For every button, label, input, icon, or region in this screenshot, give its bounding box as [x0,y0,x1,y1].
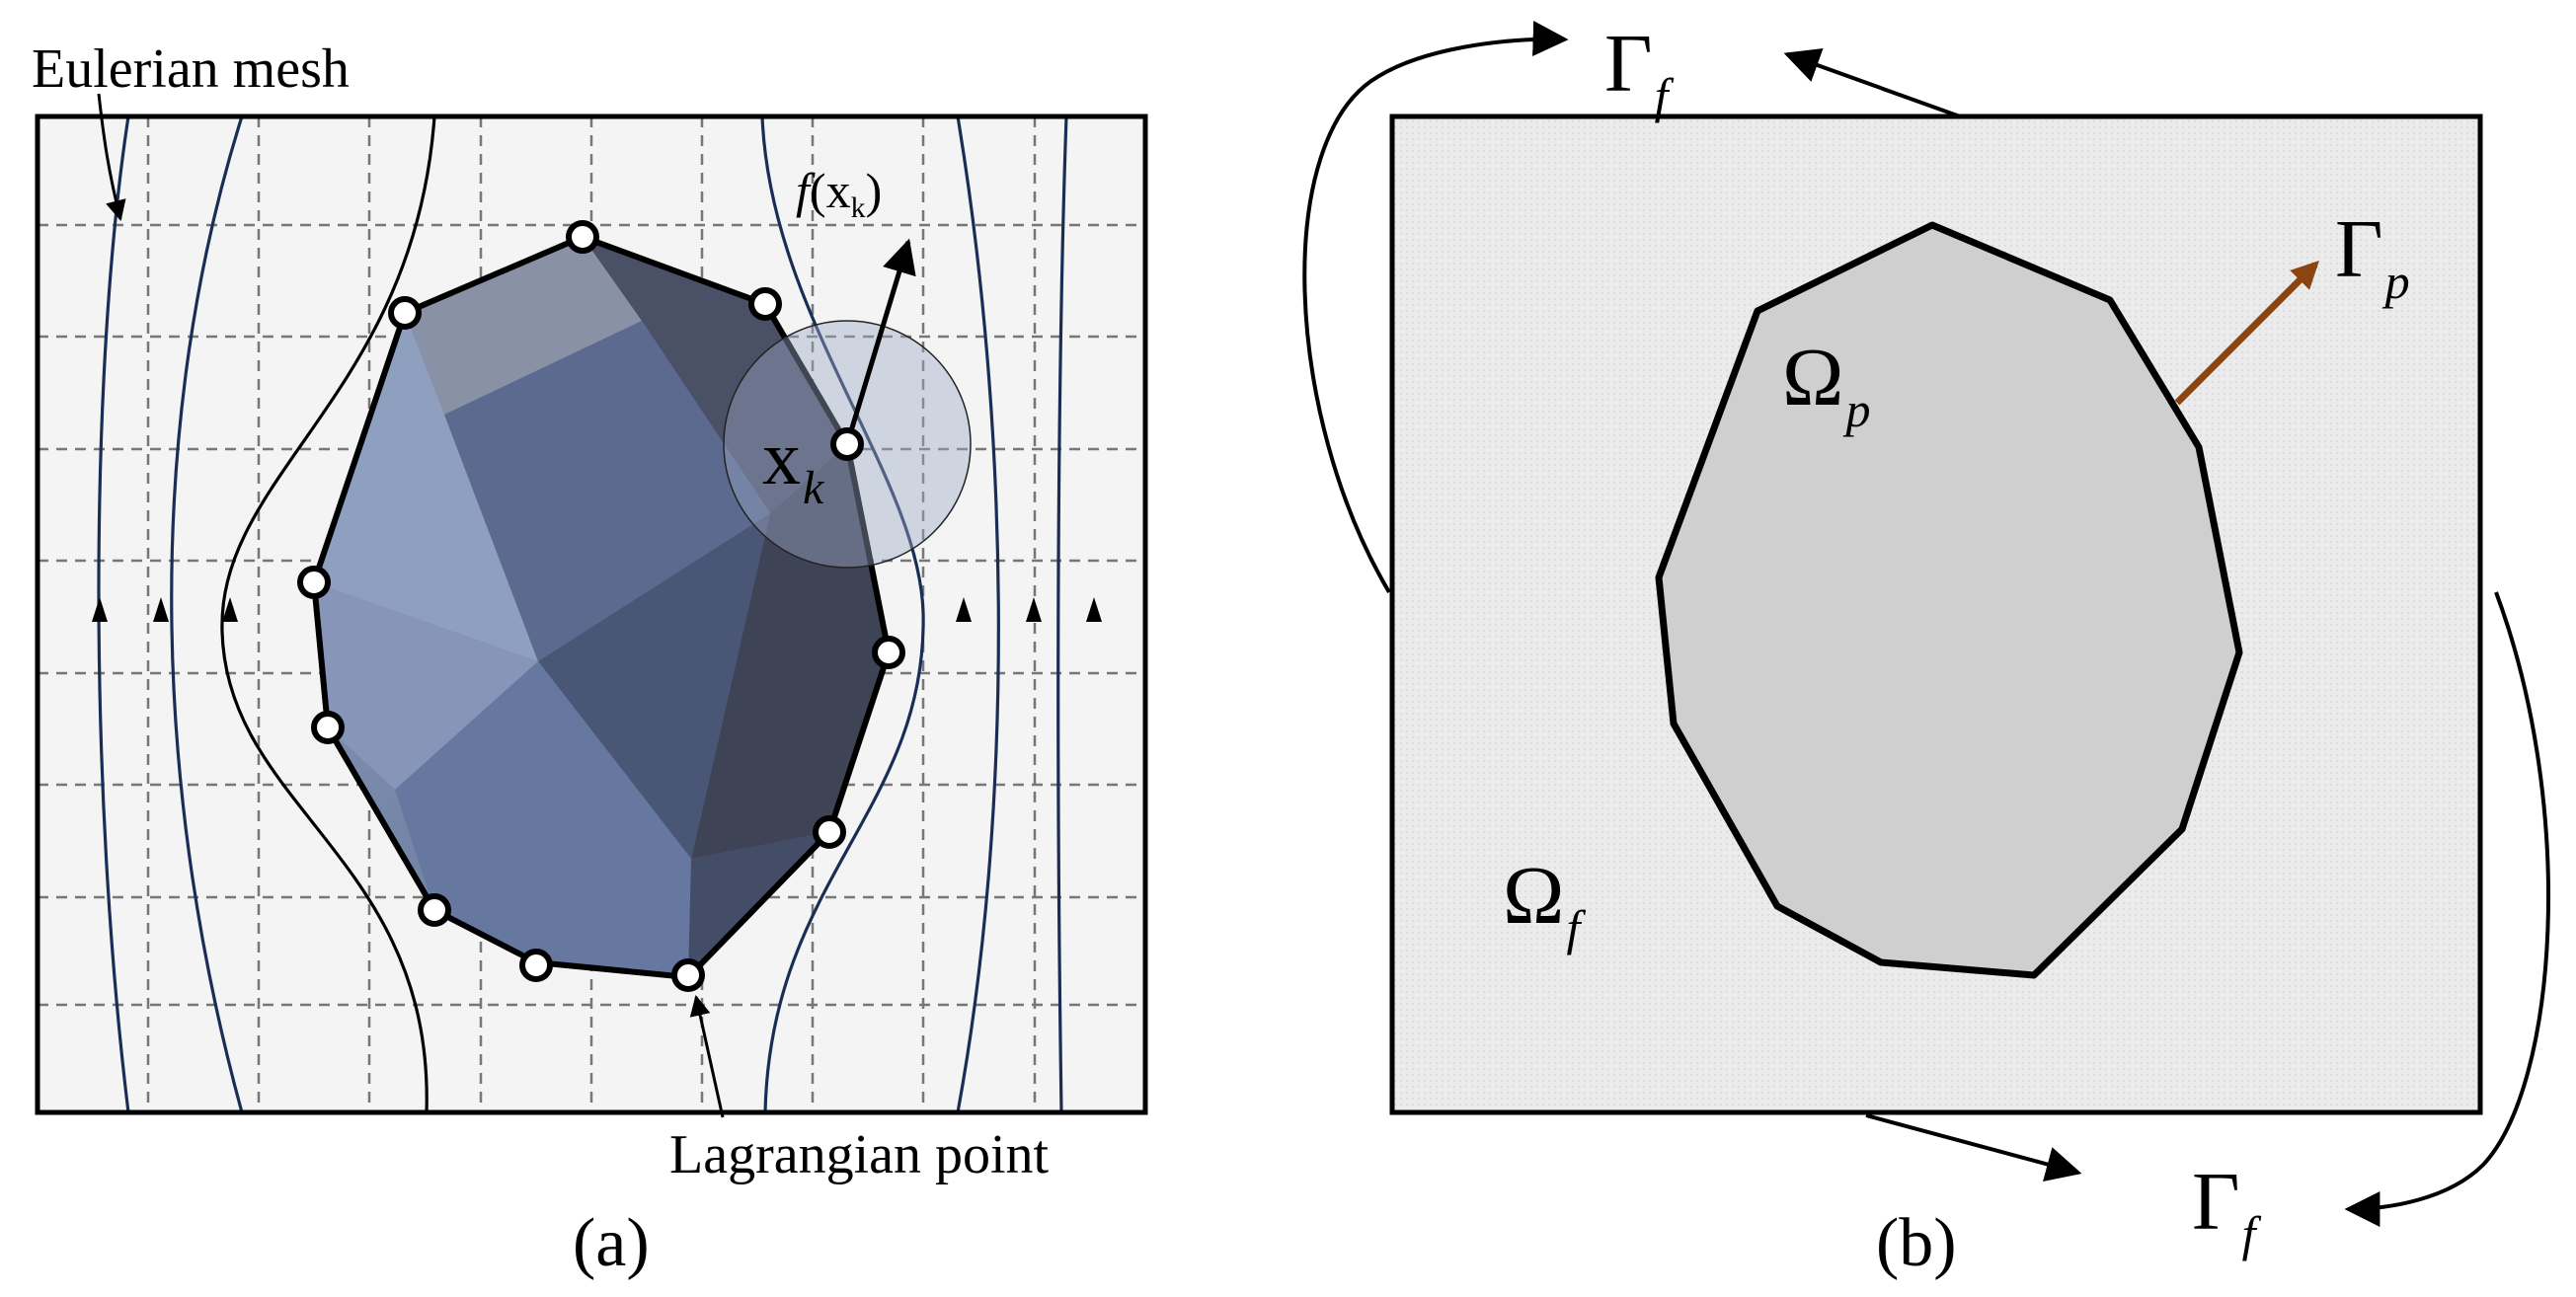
lagrangian-point [311,711,345,744]
point-x-label: xk [762,415,825,514]
lagrangian-point [830,427,864,461]
gamma-f-bottom-left-arrow [1865,1113,2082,1182]
flow-arrow-icon [1026,597,1042,622]
gamma-f-bottom-right-arrow [2344,591,2550,1227]
lagrangian-point [297,566,331,599]
flow-arrow-icon [956,597,972,622]
streamline [97,116,130,1112]
lagrangian-point [388,296,422,330]
gamma-f-bottom-label: Γf [2192,1156,2262,1261]
caption-b: (b) [1876,1205,1957,1281]
gamma-f-top-label: Γf [1604,18,1675,123]
lagrangian-point [566,220,599,254]
streamline [956,116,1000,1112]
particle-a [311,234,892,980]
force-arrow [844,238,916,445]
flow-direction-arrows [92,597,1102,622]
lagrangian-point [519,949,553,982]
panel-a-frame [35,114,1148,1115]
eulerian-mesh-label: Eulerian mesh [32,38,350,100]
streamlines [97,116,1068,1112]
panel-a: Eulerian mesh Lagrangian point f(xk) xk … [32,38,1148,1281]
streamline [760,116,925,1112]
lagrangian-point [748,287,782,321]
lagrangian-point [813,815,846,849]
panel-b: Γf Γp Ωp Ωf Γf (b) [1302,18,2550,1281]
lagrangian-points [297,220,905,992]
omega-p-label: Ωp [1782,332,1870,437]
lagrangian-point [671,958,705,992]
flow-arrow-icon [222,597,238,622]
flow-arrow-icon [1086,597,1102,622]
particle-b [1655,221,2243,979]
lagrangian-pointer-arrow [689,994,725,1118]
lagrangian-point-label: Lagrangian point [669,1124,1050,1185]
omega-f-label: Ωf [1503,850,1586,955]
streamline [1056,116,1068,1112]
gamma-f-top-right-arrow [1783,48,1961,118]
eulerian-pointer-arrow [97,93,126,222]
streamline [220,116,436,1112]
gamma-p-label: Γp [2335,203,2410,309]
streamline [170,116,244,1112]
flow-arrow-icon [153,597,169,622]
flow-arrow-icon [92,597,108,622]
force-label: f(xk) [796,163,882,224]
normal-arrow [2174,261,2319,406]
lagrangian-point [418,893,451,927]
lagrangian-point [872,636,905,669]
gamma-f-top-left-arrow [1302,21,1569,594]
caption-a: (a) [573,1205,650,1281]
